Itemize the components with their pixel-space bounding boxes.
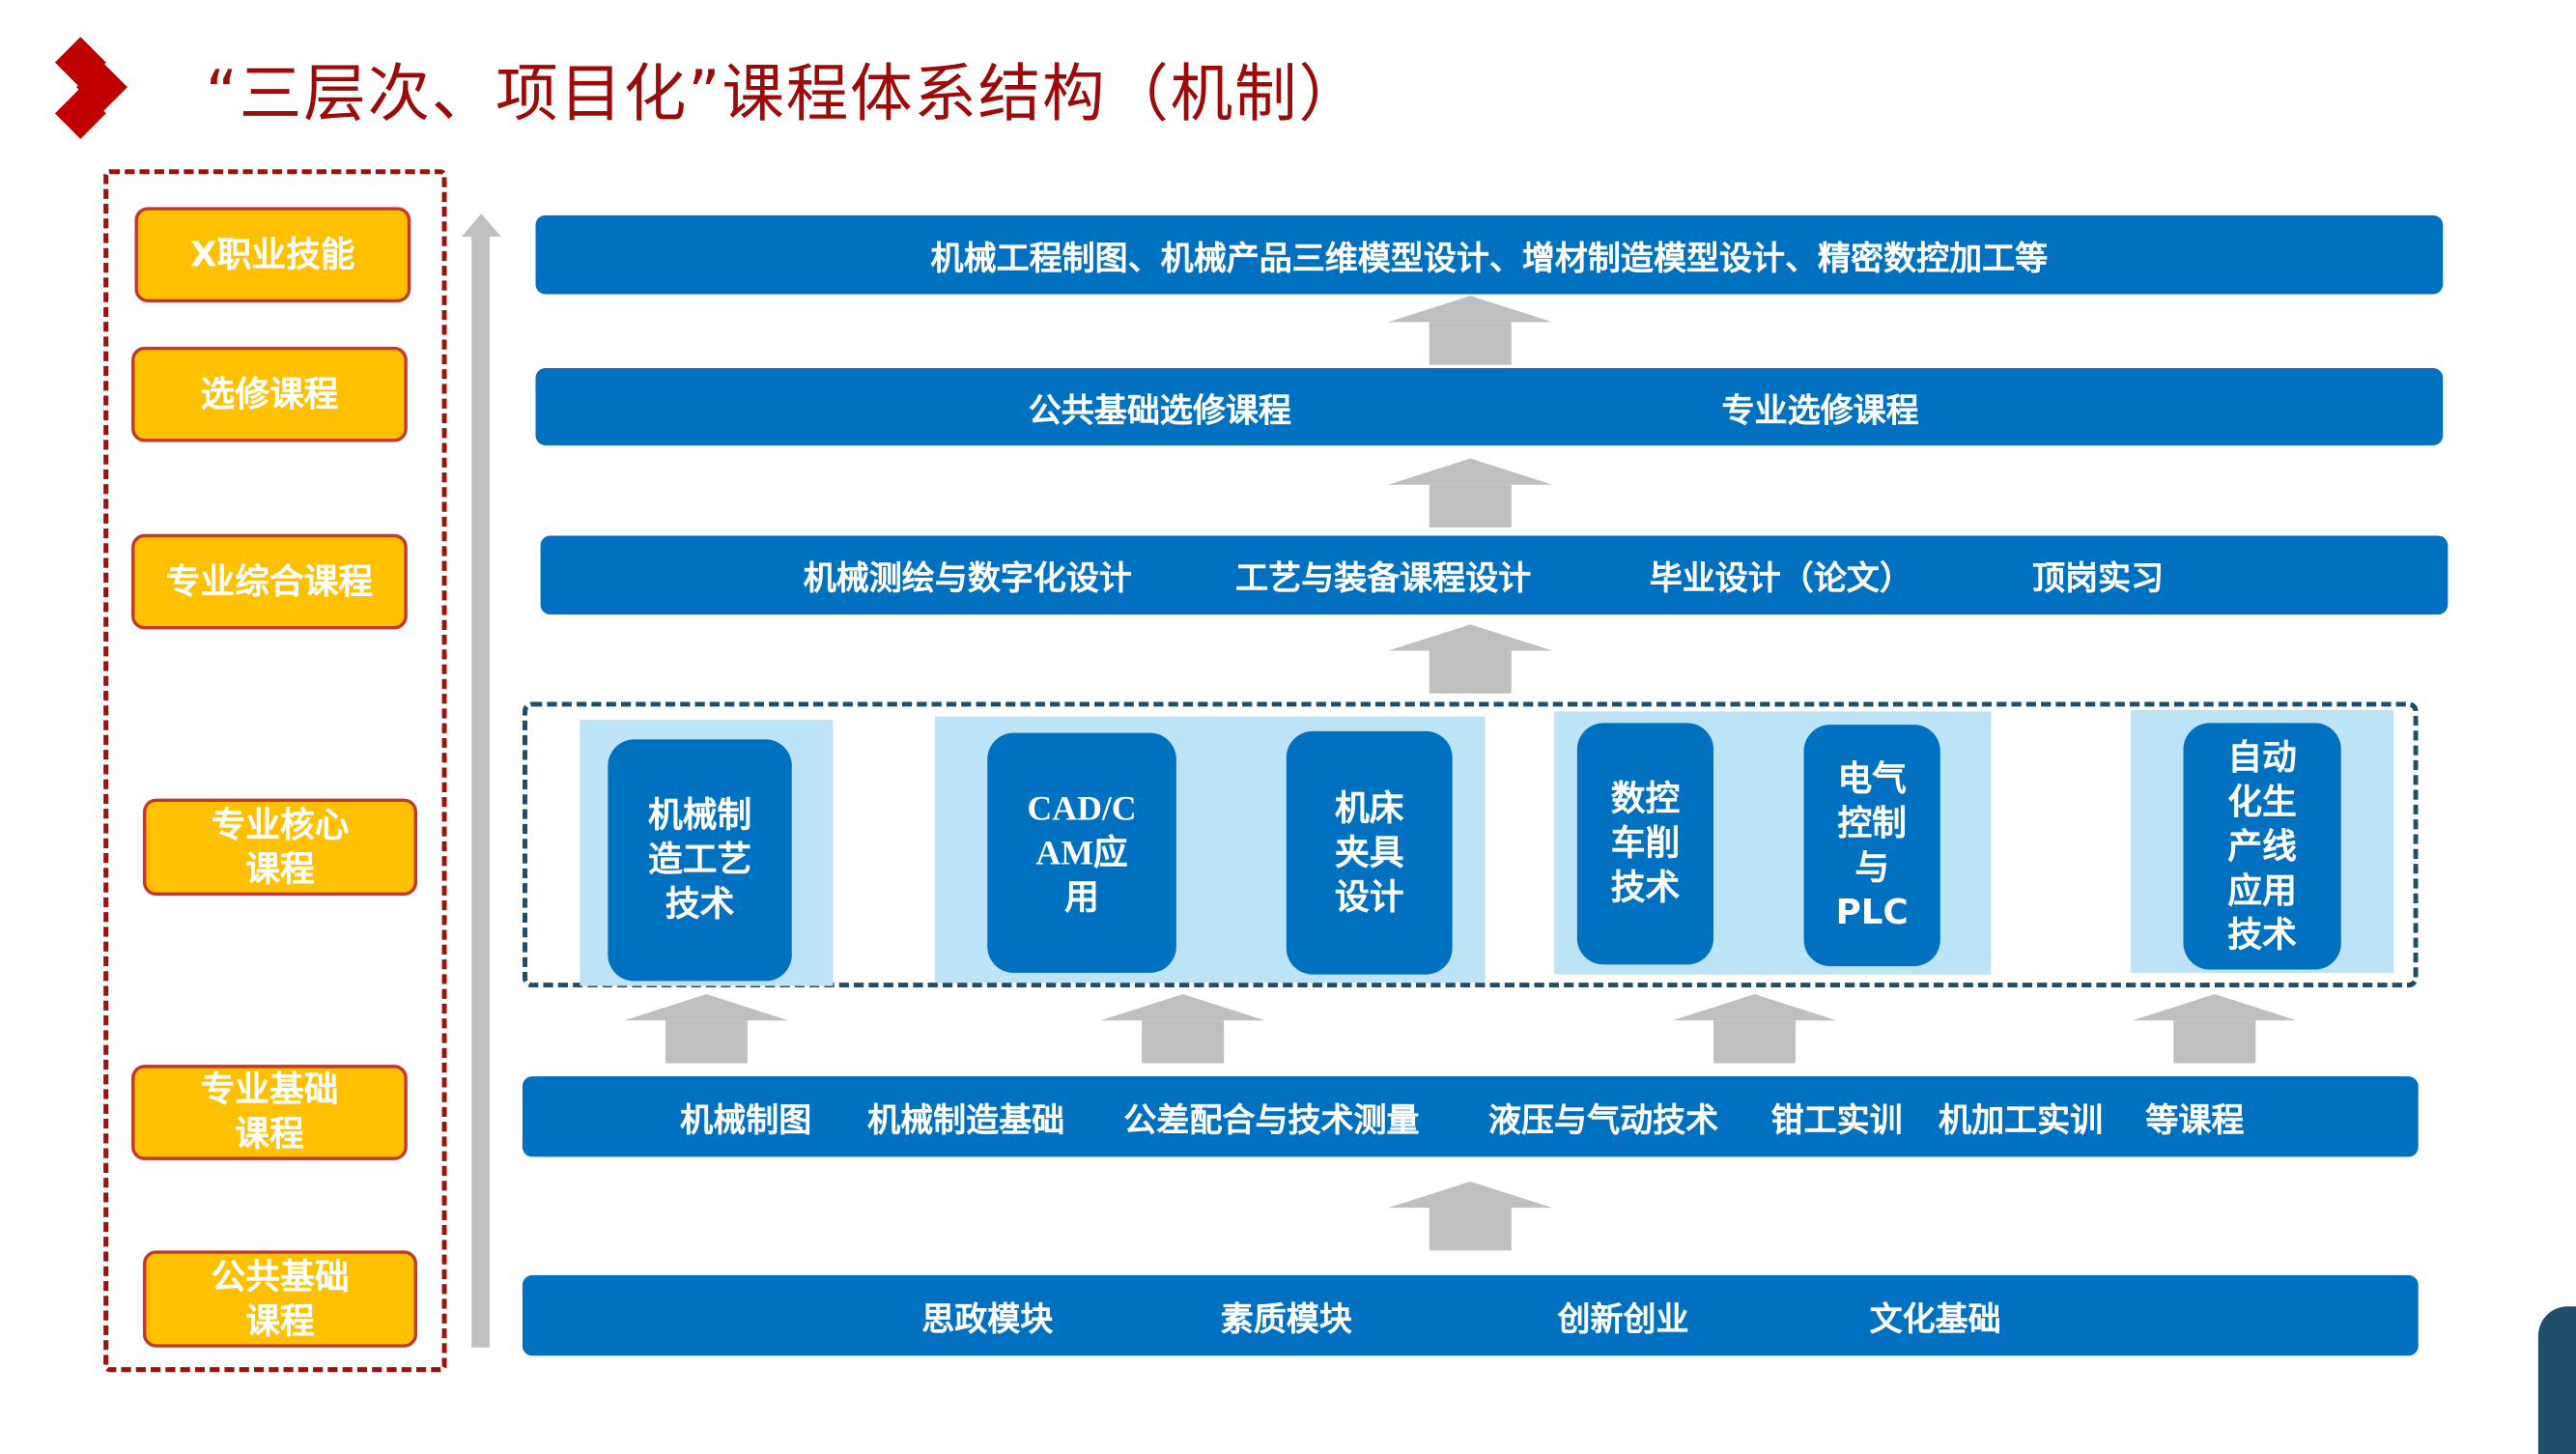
up-arrow-icon [624, 994, 789, 1064]
levels-dashed-frame [103, 169, 447, 1373]
comp-item: 工艺与装备课程设计 [1235, 557, 1532, 598]
comp-item: 机械测绘与数字化设计 [803, 557, 1132, 598]
core-course: 机械制 造工艺 技术 [608, 739, 792, 982]
core-course: 电气 控制 与 PLC [1803, 725, 1940, 967]
core-course: CAD/C AM应 用 [987, 732, 1176, 973]
skills-text: 机械工程制图、机械产品三维模型设计、增材制造模型设计、精密数控加工等 [930, 237, 2049, 277]
corner-decoration [2537, 1306, 2576, 1454]
basic-item: 等课程 [2145, 1098, 2245, 1139]
level-core: 专业核心 课程 [142, 798, 418, 896]
core-course: 自动 化生 产线 应用 技术 [2183, 723, 2341, 970]
level-comprehensive: 专业综合课程 [131, 533, 408, 630]
public-item: 文化基础 [1869, 1297, 2001, 1338]
elective-public: 公共基础选修课程 [1028, 389, 1291, 429]
core-course: 机床 夹具 设计 [1286, 730, 1453, 975]
basic-item: 液压与气动技术 [1488, 1098, 1719, 1139]
bar-basics: 机械制图 机械制造基础 公差配合与技术测量 液压与气动技术 钳工实训 机加工实训… [522, 1076, 2419, 1157]
up-arrow-icon [1100, 994, 1265, 1064]
up-arrow-icon [1672, 994, 1837, 1064]
basic-item: 钳工实训 [1770, 1098, 1903, 1139]
level-public: 公共基础 课程 [142, 1250, 418, 1348]
core-course: 数控 车削 技术 [1576, 723, 1714, 965]
up-arrow-icon [1388, 296, 1553, 365]
bar-public: 思政模块 素质模块 创新创业 文化基础 [522, 1274, 2419, 1356]
level-x-skills: X职业技能 [134, 207, 411, 302]
bar-skills: 机械工程制图、机械产品三维模型设计、增材制造模型设计、精密数控加工等 [535, 214, 2444, 295]
level-basic: 专业基础 课程 [131, 1065, 408, 1160]
up-arrow-icon [1388, 624, 1553, 694]
comp-item: 毕业设计（论文） [1649, 557, 1912, 598]
progress-arrow-head-icon [461, 214, 501, 237]
comp-item: 顶岗实习 [2032, 557, 2165, 598]
core-dashed-frame [522, 701, 2419, 988]
basic-item: 机械制造基础 [867, 1098, 1065, 1139]
elective-major: 专业选修课程 [1721, 389, 1919, 429]
basic-item: 机械制图 [680, 1098, 812, 1139]
bar-electives: 公共基础选修课程 专业选修课程 [535, 368, 2444, 445]
up-arrow-icon [1388, 1181, 1553, 1251]
up-arrow-icon [2132, 994, 2297, 1064]
public-item: 创新创业 [1557, 1297, 1689, 1338]
bar-comprehensive: 机械测绘与数字化设计 工艺与装备课程设计 毕业设计（论文） 顶岗实习 [540, 535, 2449, 615]
public-item: 素质模块 [1220, 1297, 1352, 1338]
level-electives: 选修课程 [131, 346, 408, 442]
basic-item: 机加工实训 [1939, 1098, 2104, 1139]
progress-arrow-shaft [471, 230, 490, 1348]
public-item: 思政模块 [921, 1297, 1054, 1338]
up-arrow-icon [1388, 458, 1553, 527]
page-title: “三层次、项目化”课程体系结构（机制） [205, 57, 1363, 130]
basic-item: 公差配合与技术测量 [1123, 1098, 1420, 1139]
